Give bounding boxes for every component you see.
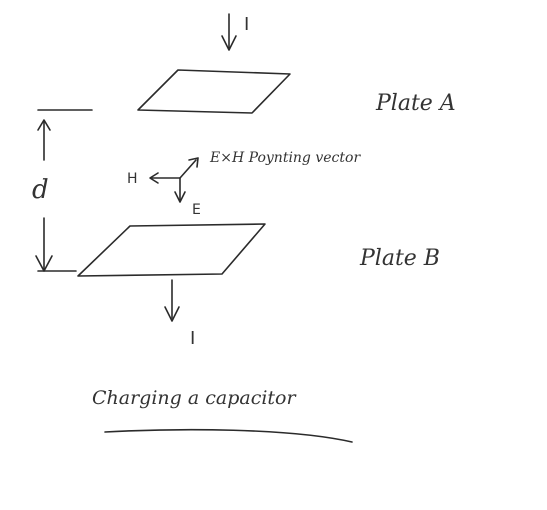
distance-label: d xyxy=(32,175,49,205)
plate-a-label: Plate A xyxy=(375,91,456,116)
caption: Charging a capacitor xyxy=(92,387,297,409)
caption-underline xyxy=(104,428,353,443)
field-vectors xyxy=(149,157,199,203)
current-arrow-bottom xyxy=(164,279,180,322)
h-field-label: H xyxy=(127,171,138,187)
poynting-label: E×H Poynting vector xyxy=(209,150,361,166)
current-label-top: I xyxy=(244,14,249,35)
plate-a xyxy=(137,69,291,114)
plate-b xyxy=(77,223,266,277)
distance-indicator xyxy=(35,109,93,272)
current-label-bottom: I xyxy=(190,328,195,349)
plate-b-label: Plate B xyxy=(359,246,440,271)
e-field-label: E xyxy=(192,202,201,218)
current-arrow-top xyxy=(221,13,237,51)
